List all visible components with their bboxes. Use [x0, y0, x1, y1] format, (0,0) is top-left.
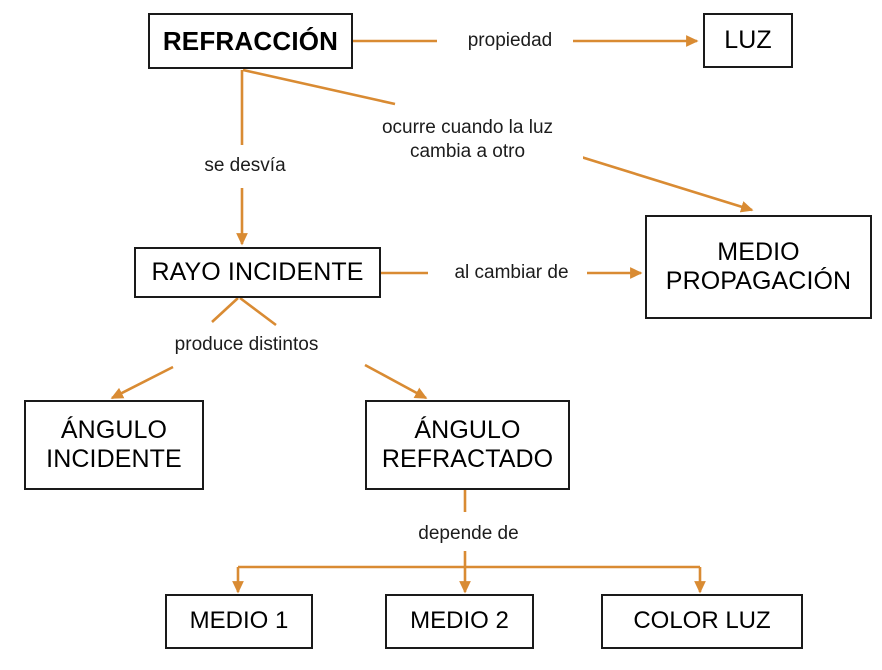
link-label-produce-distintos: produce distintos — [146, 333, 347, 357]
node-medio-1-label: MEDIO 1 — [189, 607, 289, 635]
node-refraccion[interactable]: REFRACCIÓN — [148, 13, 353, 69]
connector-rayo-angulo-refractado-stub — [239, 296, 277, 327]
node-medio-propagacion-label: MEDIO PROPAGACIÓN — [665, 237, 852, 296]
connector-rayo-angulo-refractado — [364, 363, 428, 400]
node-angulo-incidente-label: ÁNGULO INCIDENTE — [46, 415, 182, 474]
connector-rayo-angulo-incidente — [110, 365, 174, 400]
node-rayo-incidente-label: RAYO INCIDENTE — [151, 257, 364, 286]
connector-rayo-angulo-incidente-stub — [211, 297, 239, 323]
connector-refraccion-medio — [564, 150, 754, 213]
node-color-luz[interactable]: COLOR LUZ — [601, 594, 803, 649]
node-angulo-incidente[interactable]: ÁNGULO INCIDENTE — [24, 400, 204, 490]
link-label-ocurre-cuando: ocurre cuando la luz cambia a otro — [352, 116, 583, 164]
node-luz-label: LUZ — [724, 25, 772, 54]
link-label-propiedad: propiedad — [447, 29, 573, 53]
node-color-luz-label: COLOR LUZ — [633, 607, 771, 635]
node-angulo-refractado-label: ÁNGULO REFRACTADO — [381, 415, 554, 474]
node-angulo-refractado[interactable]: ÁNGULO REFRACTADO — [365, 400, 570, 490]
node-medio-1[interactable]: MEDIO 1 — [165, 594, 313, 649]
node-luz[interactable]: LUZ — [703, 13, 793, 68]
node-refraccion-label: REFRACCIÓN — [162, 25, 339, 56]
node-rayo-incidente[interactable]: RAYO INCIDENTE — [134, 247, 381, 298]
link-label-se-desvia: se desvía — [182, 154, 308, 178]
link-label-depende-de: depende de — [399, 522, 538, 546]
node-medio-2-label: MEDIO 2 — [410, 607, 509, 635]
connector-refraccion-medio-stub — [242, 68, 396, 106]
node-medio-propagacion[interactable]: MEDIO PROPAGACIÓN — [645, 215, 872, 319]
node-medio-2[interactable]: MEDIO 2 — [385, 594, 534, 649]
link-label-al-cambiar-de: al cambiar de — [436, 261, 587, 285]
